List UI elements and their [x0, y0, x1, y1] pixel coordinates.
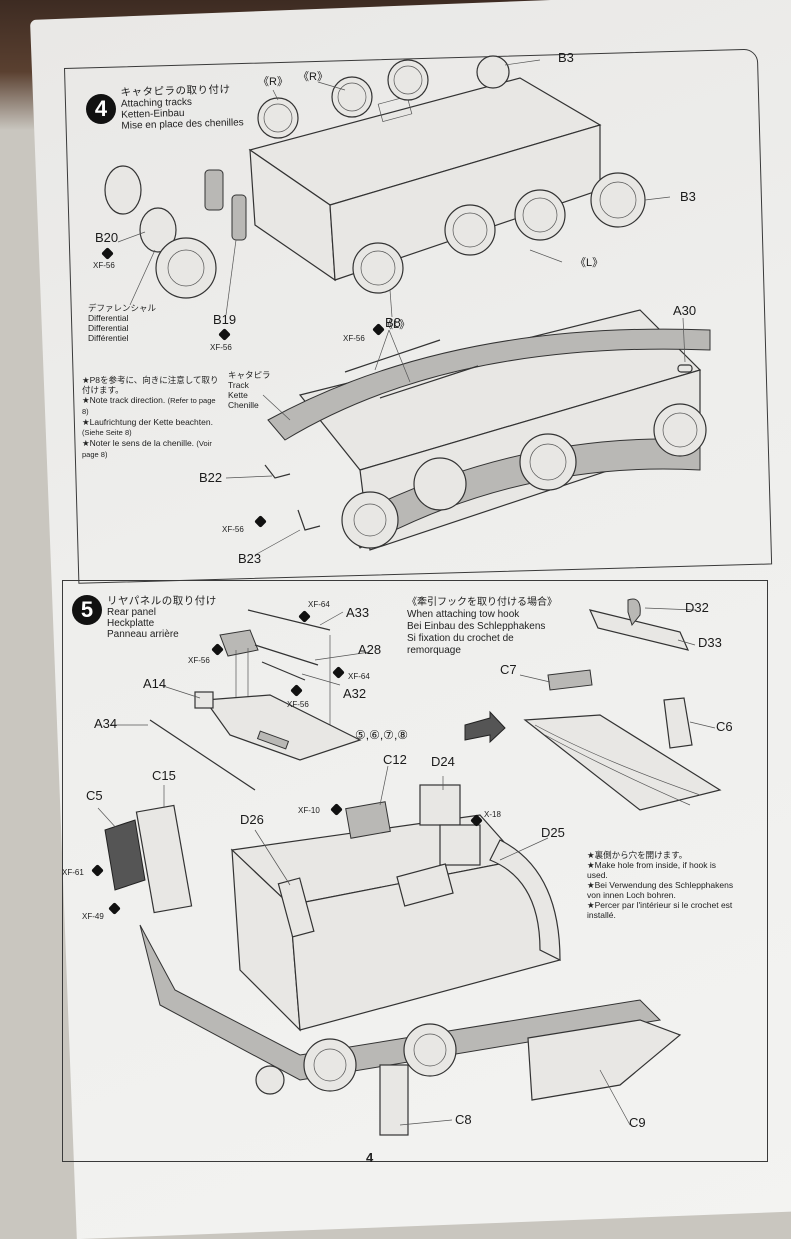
step-4-number-badge: 4 — [86, 94, 116, 124]
part-label-b3-right: B3 — [680, 189, 696, 204]
step-5-number-badge: 5 — [72, 595, 102, 625]
track-jp: キャタピラ — [228, 370, 271, 380]
part-label-b23: B23 — [238, 551, 262, 566]
hole-note-jp: ★裏側から穴を開けます。 — [587, 850, 688, 860]
instruction-page: 4 キャタピラの取り付け Attaching tracks Ketten-Ein… — [62, 48, 773, 1165]
differential-jp: デファレンシャル — [88, 303, 157, 313]
step-4-title: キャタピラの取り付け Attaching tracks Ketten-Einba… — [120, 84, 244, 132]
note-jp: ★P8を参考に、向きに注意して取り付けます。 — [82, 375, 219, 395]
part-label-a34: A34 — [94, 716, 118, 731]
part-label-a33: A33 — [346, 605, 370, 620]
note-de-ref: (Siehe Seite 8) — [82, 428, 132, 437]
part-label-a32: A32 — [343, 686, 367, 701]
paint-code-shovel: XF-56 — [188, 656, 210, 665]
part-label-l1: 《L》 — [575, 257, 604, 269]
paint-code-b19: XF-56 — [210, 343, 232, 352]
leader-lines — [97, 59, 716, 1126]
paint-code-b20: XF-56 — [93, 261, 115, 270]
part-label-a28: A28 — [358, 642, 382, 657]
paint-code-b22: XF-56 — [222, 525, 244, 534]
part-label-b20: B20 — [95, 230, 119, 245]
tow-hook-caption: 《牽引フックを取り付ける場合》 When attaching tow hook … — [407, 597, 557, 657]
paint-code-c5-bottom: XF-49 — [82, 912, 104, 921]
drill-hole-note: ★裏側から穴を開けます。 ★Make hole from inside, if … — [587, 850, 737, 920]
step4-tracked-chassis-drawing — [264, 309, 711, 551]
differential-de: Differential — [88, 323, 129, 333]
step-5-frame — [62, 580, 768, 1162]
hole-note-fr: ★Percer par l'intérieur si le crochet es… — [587, 900, 733, 920]
tow-hook-jp: 《牽引フックを取り付ける場合》 — [407, 597, 557, 608]
part-label-c6: C6 — [716, 719, 733, 734]
part-label-b3-top: B3 — [558, 50, 574, 65]
part-label-r1: 《R》 — [258, 76, 288, 88]
hole-note-de: ★Bei Verwendung des Schlepphakens von in… — [587, 880, 734, 900]
tow-hook-de: Bei Einbau des Schlepphakens — [407, 621, 546, 632]
part-label-d26: D26 — [240, 812, 264, 827]
tow-hook-en: When attaching tow hook — [407, 609, 520, 620]
tow-hook-fr-1: Si fixation du crochet de — [407, 633, 514, 644]
note-fr-ref: (Voir page 8) — [82, 439, 212, 459]
paint-code-a33: XF-64 — [308, 600, 330, 609]
paint-code-b8: XF-56 — [343, 334, 365, 343]
paint-code-d24: X-18 — [484, 810, 501, 819]
step-5-title-de: Heckplatte — [107, 618, 155, 629]
part-label-d24: D24 — [431, 754, 455, 769]
track-de: Kette — [228, 390, 248, 400]
step-5-title-fr: Panneau arrière — [107, 629, 179, 640]
paint-code-a32: XF-56 — [287, 700, 309, 709]
part-label-c5: C5 — [86, 788, 103, 803]
part-label-b8: B8 — [385, 315, 401, 330]
part-label-d25: D25 — [541, 825, 565, 840]
part-label-c9: C9 — [629, 1115, 646, 1130]
note-fr: ★Noter le sens de la chenille. — [82, 438, 195, 448]
related-steps-ref: ⑤,⑥,⑦,⑧ — [355, 728, 409, 742]
part-label-b19: B19 — [213, 312, 237, 327]
track-direction-note: ★P8を参考に、向きに注意して取り付けます。 ★Note track direc… — [82, 375, 220, 460]
differential-fr: Différentiel — [88, 333, 129, 343]
track-en: Track — [228, 380, 249, 390]
note-de: ★Laufrichtung der Kette beachten. — [82, 417, 213, 427]
track-fr: Chenille — [228, 400, 259, 410]
part-label-c12: C12 — [383, 752, 407, 767]
part-label-a14: A14 — [143, 676, 167, 691]
part-label-b22: B22 — [199, 470, 223, 485]
tow-hook-fr-2: remorquage — [407, 645, 461, 656]
step-5-title: リヤパネルの取り付け Rear panel Heckplatte Panneau… — [107, 595, 217, 641]
note-en: ★Note track direction. — [82, 395, 166, 405]
step-5-title-jp: リヤパネルの取り付け — [107, 595, 217, 607]
step5-tools-drawing — [149, 609, 362, 791]
paint-code-a28: XF-64 — [348, 672, 370, 681]
part-label-c15: C15 — [152, 768, 176, 783]
part-label-r2: 《R》 — [298, 71, 328, 83]
assembly-illustrations — [97, 55, 722, 1136]
part-label-d33: D33 — [698, 635, 722, 650]
step4-upper-hull-drawing — [104, 55, 646, 299]
differential-caption: デファレンシャル Differential Differential Diffé… — [88, 303, 156, 343]
paint-code-c5-top: XF-61 — [62, 868, 84, 877]
step-5-title-en: Rear panel — [107, 607, 156, 618]
differential-en: Differential — [88, 313, 129, 323]
paint-code-c12: XF-10 — [298, 806, 320, 815]
step5-hull-drawing — [104, 784, 682, 1136]
note-en-ref: (Refer to page 8) — [82, 396, 216, 416]
tow-hook-inset-drawing — [464, 598, 722, 811]
part-label-c7: C7 — [500, 662, 517, 677]
part-label-c8: C8 — [455, 1112, 472, 1127]
part-label-l2: 《L》 — [382, 319, 411, 331]
part-label-d32: D32 — [685, 600, 709, 615]
part-label-a30: A30 — [673, 303, 697, 318]
page-number: 4 — [366, 1150, 374, 1165]
track-caption: キャタピラ Track Kette Chenille — [228, 370, 271, 410]
hole-note-en: ★Make hole from inside, if hook is used. — [587, 860, 717, 880]
